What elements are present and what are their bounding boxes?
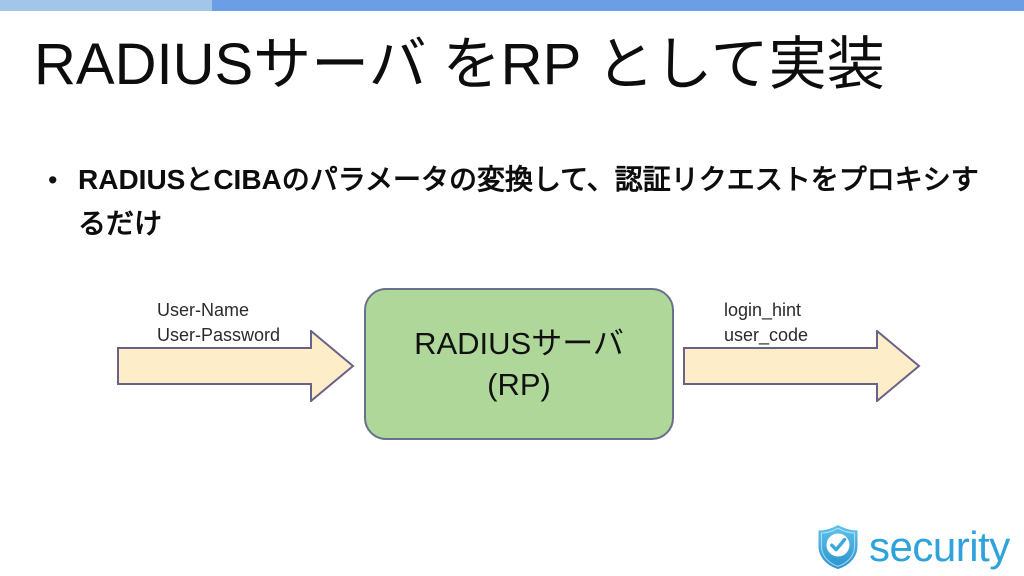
process-box: RADIUSサーバ (RP) — [364, 288, 674, 440]
right-caption-line-1: login_hint — [724, 300, 802, 320]
shield-check-icon — [816, 524, 860, 570]
security-logo: security — [816, 524, 1010, 570]
bullet-marker-icon: • — [48, 165, 58, 195]
right-caption-line-2: user_code — [724, 325, 809, 345]
bullet-text: RADIUSとCIBAのパラメータの変換して、認証リクエストをプロキシするだけ — [78, 164, 979, 239]
process-box-line-2: (RP) — [487, 367, 551, 402]
accent-bar-left-segment — [0, 0, 212, 11]
process-box-line-1: RADIUSサーバ — [414, 326, 624, 361]
right-flow-arrow-icon — [683, 328, 921, 407]
left-arrow-caption: User-Name User-Password — [157, 298, 280, 348]
accent-bar — [0, 0, 1024, 11]
left-caption-line-1: User-Name — [157, 300, 250, 320]
bullet-list-item: • RADIUSとCIBAのパラメータの変換して、認証リクエストをプロキシするだ… — [40, 158, 996, 246]
left-caption-line-2: User-Password — [157, 325, 281, 345]
left-flow-arrow-icon — [117, 328, 355, 407]
security-logo-text: security — [869, 523, 1010, 570]
right-arrow-caption: login_hint user_code — [724, 298, 808, 348]
accent-bar-right-segment — [212, 0, 1024, 11]
page-title: RADIUSサーバ をRP として実装 — [34, 32, 885, 97]
